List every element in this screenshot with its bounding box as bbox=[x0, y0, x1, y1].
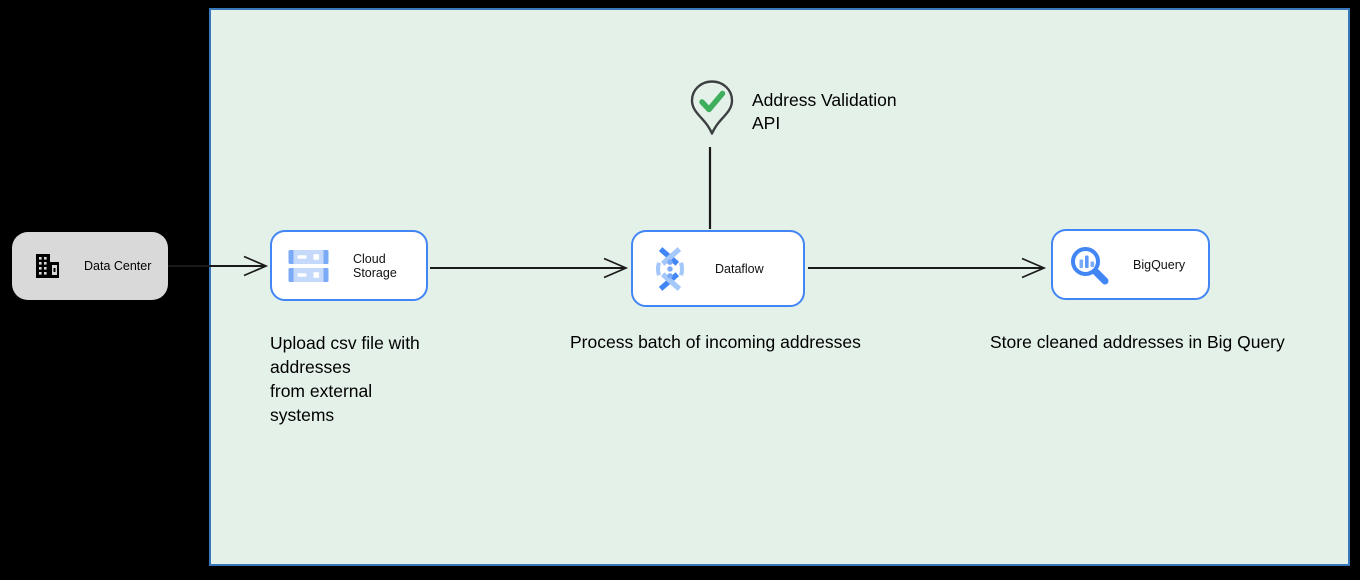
node-label: BigQuery bbox=[1133, 257, 1186, 272]
node-label: Data Center bbox=[84, 259, 152, 273]
caption-dataflow: Process batch of incoming addresses bbox=[570, 332, 861, 352]
caption-bigquery: Store cleaned addresses in Big Query bbox=[990, 332, 1285, 352]
label-address-validation-api: Address Validation API bbox=[752, 90, 897, 133]
cloud-storage-icon bbox=[288, 249, 329, 283]
office-building-icon bbox=[32, 251, 62, 281]
node-data-center[interactable]: Data Center bbox=[12, 232, 168, 300]
node-cloud-storage[interactable]: Cloud Storage bbox=[270, 230, 428, 301]
node-bigquery[interactable]: BigQuery bbox=[1051, 229, 1210, 300]
bigquery-icon bbox=[1069, 245, 1109, 285]
node-label: Cloud Storage bbox=[353, 251, 397, 280]
node-dataflow[interactable]: Dataflow bbox=[631, 230, 805, 307]
map-pin-check-icon bbox=[689, 79, 735, 137]
caption-cloud-storage: Upload csv file with addresses from exte… bbox=[270, 333, 420, 425]
dataflow-icon bbox=[649, 246, 691, 292]
node-label: Dataflow bbox=[715, 261, 764, 276]
